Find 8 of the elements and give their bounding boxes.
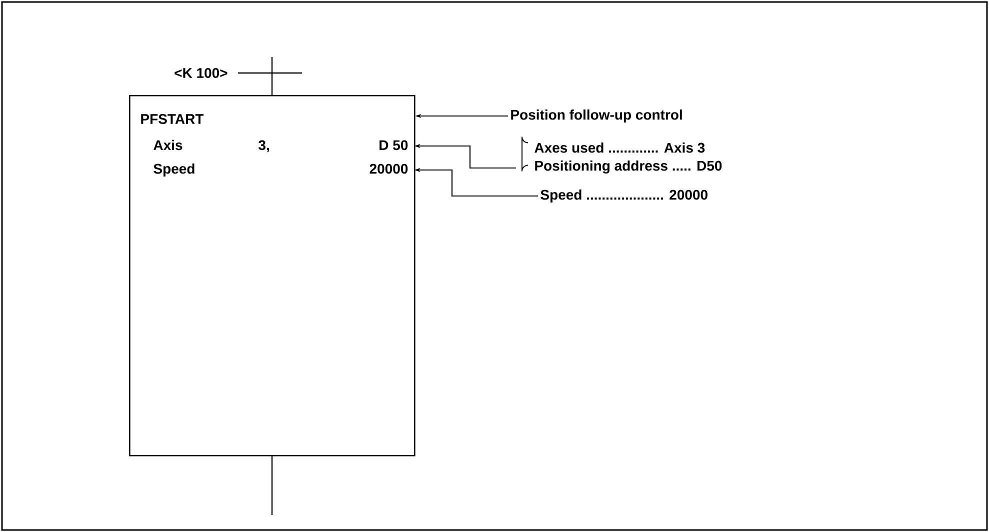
instruction-name: PFSTART [141,114,204,124]
parameter-row: Axis 3, D 50 [154,140,408,152]
annotation-text: Speed .................... 20000 [540,189,708,203]
annotation-text: Axes used ............. Axis 3 Positioning address ..... D50 [534,142,722,174]
condition-label: <K 100> [174,68,228,78]
parameter-row: Speed 20000 [154,163,408,177]
program-box [129,95,416,456]
annotation-text: Position follow-up control [511,109,682,123]
